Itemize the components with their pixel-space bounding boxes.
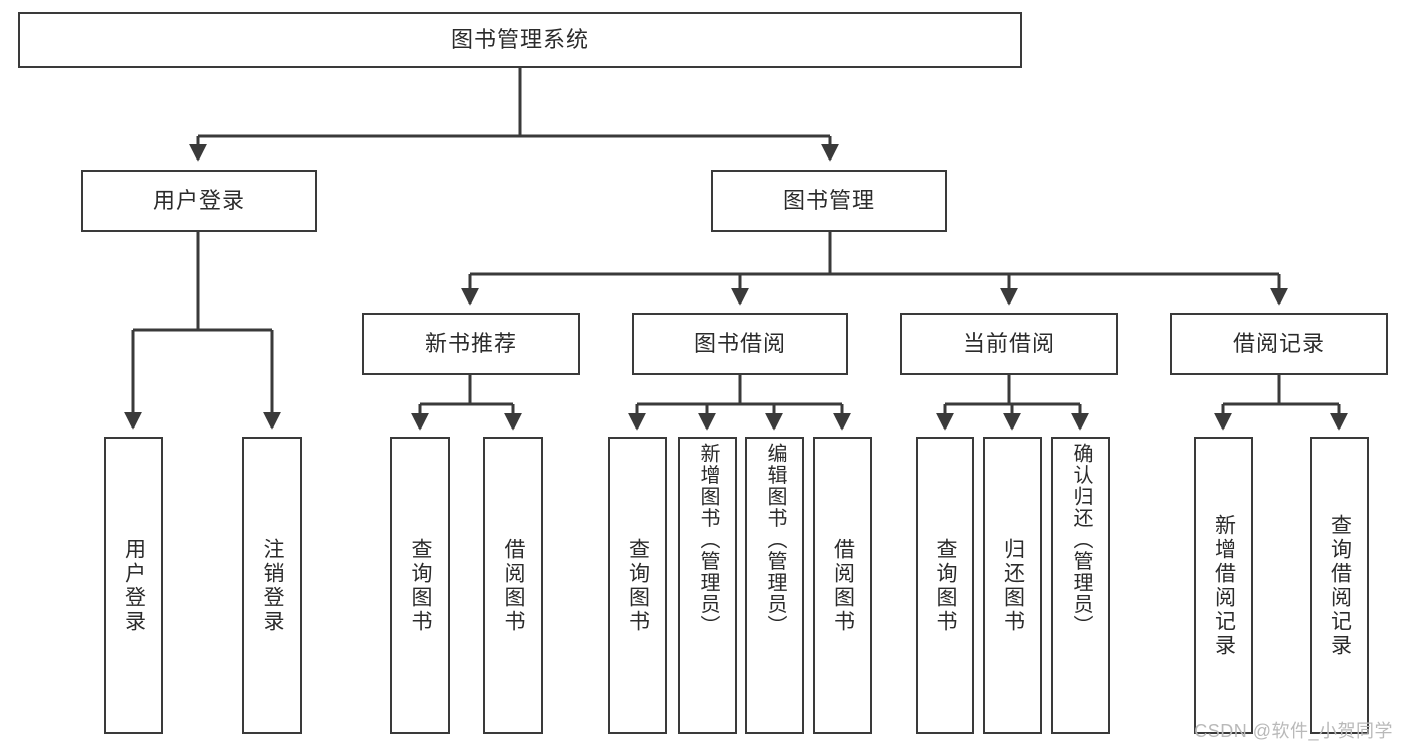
leaf-borrow-book-recommend-label: 借阅图书: [502, 537, 526, 634]
leaf-query-book-borrow-label: 查询图书: [626, 537, 650, 634]
leaf-logout-label: 注销登录: [261, 537, 285, 634]
node-current-borrow-label: 当前借阅: [962, 330, 1055, 356]
node-root-label: 图书管理系统: [450, 26, 589, 52]
node-current-borrow[interactable]: 当前借阅: [900, 313, 1118, 375]
leaf-return-book[interactable]: 归还图书: [983, 437, 1042, 734]
node-book-management-label: 图书管理: [782, 187, 875, 213]
leaf-confirm-return-admin-label: 确认归还（管理员）: [1070, 443, 1092, 637]
leaf-confirm-return-admin[interactable]: 确认归还（管理员）: [1051, 437, 1110, 734]
leaf-query-book-current[interactable]: 查询图书: [916, 437, 974, 734]
leaf-user-login-label: 用户登录: [122, 537, 146, 634]
node-book-borrow[interactable]: 图书借阅: [632, 313, 848, 375]
leaf-query-borrow-record-label: 查询借阅记录: [1328, 513, 1352, 658]
node-new-book-recommend[interactable]: 新书推荐: [362, 313, 580, 375]
node-user-login[interactable]: 用户登录: [81, 170, 317, 232]
leaf-add-borrow-record-label: 新增借阅记录: [1212, 513, 1236, 658]
node-borrow-records-label: 借阅记录: [1232, 330, 1325, 356]
leaf-borrow-book-label: 借阅图书: [831, 537, 855, 634]
leaf-query-book-current-label: 查询图书: [934, 537, 958, 634]
node-borrow-records[interactable]: 借阅记录: [1170, 313, 1388, 375]
leaf-query-book-recommend-label: 查询图书: [409, 537, 433, 634]
leaf-query-book-borrow[interactable]: 查询图书: [608, 437, 667, 734]
node-book-management[interactable]: 图书管理: [711, 170, 947, 232]
leaf-edit-book-admin-label: 编辑图书（管理员）: [764, 443, 786, 637]
leaf-add-borrow-record[interactable]: 新增借阅记录: [1194, 437, 1253, 734]
node-root[interactable]: 图书管理系统: [18, 12, 1022, 68]
leaf-query-book-recommend[interactable]: 查询图书: [390, 437, 450, 734]
node-book-borrow-label: 图书借阅: [693, 330, 786, 356]
leaf-return-book-label: 归还图书: [1001, 537, 1025, 634]
node-user-login-label: 用户登录: [152, 187, 245, 213]
leaf-logout[interactable]: 注销登录: [242, 437, 302, 734]
leaf-add-book-admin[interactable]: 新增图书（管理员）: [678, 437, 737, 734]
leaf-edit-book-admin[interactable]: 编辑图书（管理员）: [745, 437, 804, 734]
leaf-query-borrow-record[interactable]: 查询借阅记录: [1310, 437, 1369, 734]
node-new-book-recommend-label: 新书推荐: [424, 330, 517, 356]
watermark-text: CSDN @软件_小贺同学: [1194, 721, 1393, 741]
leaf-borrow-book-recommend[interactable]: 借阅图书: [483, 437, 543, 734]
leaf-user-login[interactable]: 用户登录: [104, 437, 163, 734]
leaf-borrow-book[interactable]: 借阅图书: [813, 437, 872, 734]
leaf-add-book-admin-label: 新增图书（管理员）: [697, 443, 719, 637]
